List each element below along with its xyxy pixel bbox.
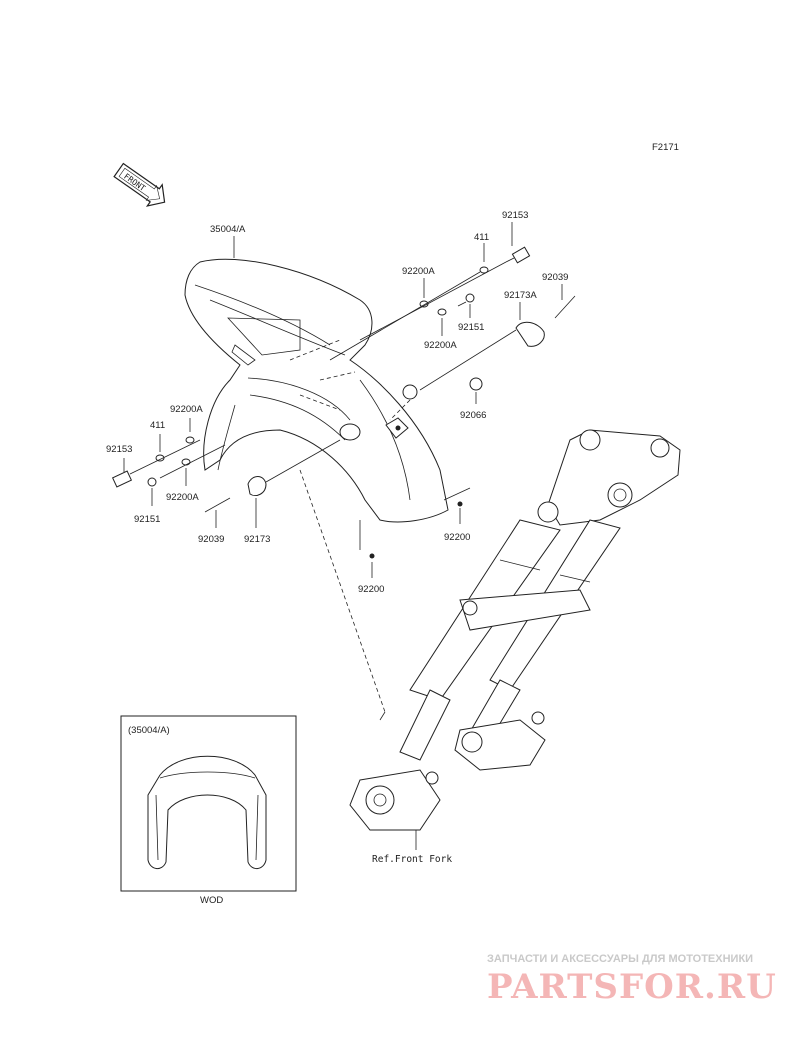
callout-pin-right: 92039 [542, 272, 568, 283]
callout-bolt-mid: 92151 [458, 322, 484, 333]
callout-bolt-left: 92153 [106, 444, 132, 455]
callout-fender: 35004/A [210, 224, 246, 235]
bolt-92151-mid [457, 293, 475, 307]
callout-washer-a-left-low: 92200A [166, 492, 199, 503]
clamp-92173a-right [515, 321, 545, 347]
washer-92200a-mid [437, 308, 447, 316]
callout-bolt-top: 92153 [502, 210, 528, 221]
callout-clamp-left: 92173 [244, 534, 270, 545]
grommet-92066 [469, 377, 483, 391]
nut-92200-center [369, 553, 375, 559]
ref-front-fork: Ref.Front Fork [372, 854, 452, 865]
callout-nut-center: 92200 [358, 584, 384, 595]
inset-caption: WOD [200, 895, 223, 906]
washer-411-top [479, 266, 489, 274]
clamp-92173-left [247, 476, 267, 497]
nut-92200-right [457, 501, 463, 507]
figure-code: F2171 [652, 142, 679, 153]
pin-92039-left [204, 497, 231, 513]
callout-washer-top: 411 [474, 232, 489, 243]
watermark-tagline: ЗАПЧАСТИ И АКСЕССУАРЫ ДЛЯ МОТОТЕХНИКИ [487, 953, 753, 965]
callout-nut-right: 92200 [444, 532, 470, 543]
front-fender [184, 258, 449, 523]
callout-bolt-left-low: 92151 [134, 514, 160, 525]
washer-92200a-left-low [181, 458, 191, 466]
callout-washer-left: 411 [150, 420, 165, 431]
inset-title: (35004/A) [128, 725, 170, 736]
washer-411-left [155, 454, 165, 462]
watermark-brand: PARTSFOR.RU [487, 967, 777, 1007]
bolt-92153-left [111, 470, 133, 488]
callout-washer-a-left: 92200A [170, 404, 203, 415]
inset-fender-wod: (35004/A) WOD [120, 715, 297, 906]
front-fork [349, 429, 681, 831]
callout-pin-left: 92039 [198, 534, 224, 545]
callout-grommet: 92066 [460, 410, 486, 421]
washer-92200a-left [185, 436, 195, 444]
pin-92039-right [554, 295, 576, 319]
callout-clamp-right: 92173A [504, 290, 537, 301]
bolt-92151-left [147, 477, 157, 487]
callout-washer-a-mid: 92200A [424, 340, 457, 351]
front-arrow-icon: FRONT [113, 162, 166, 207]
callout-washer-a-top: 92200A [402, 266, 435, 277]
bolt-92153-top [505, 246, 531, 264]
